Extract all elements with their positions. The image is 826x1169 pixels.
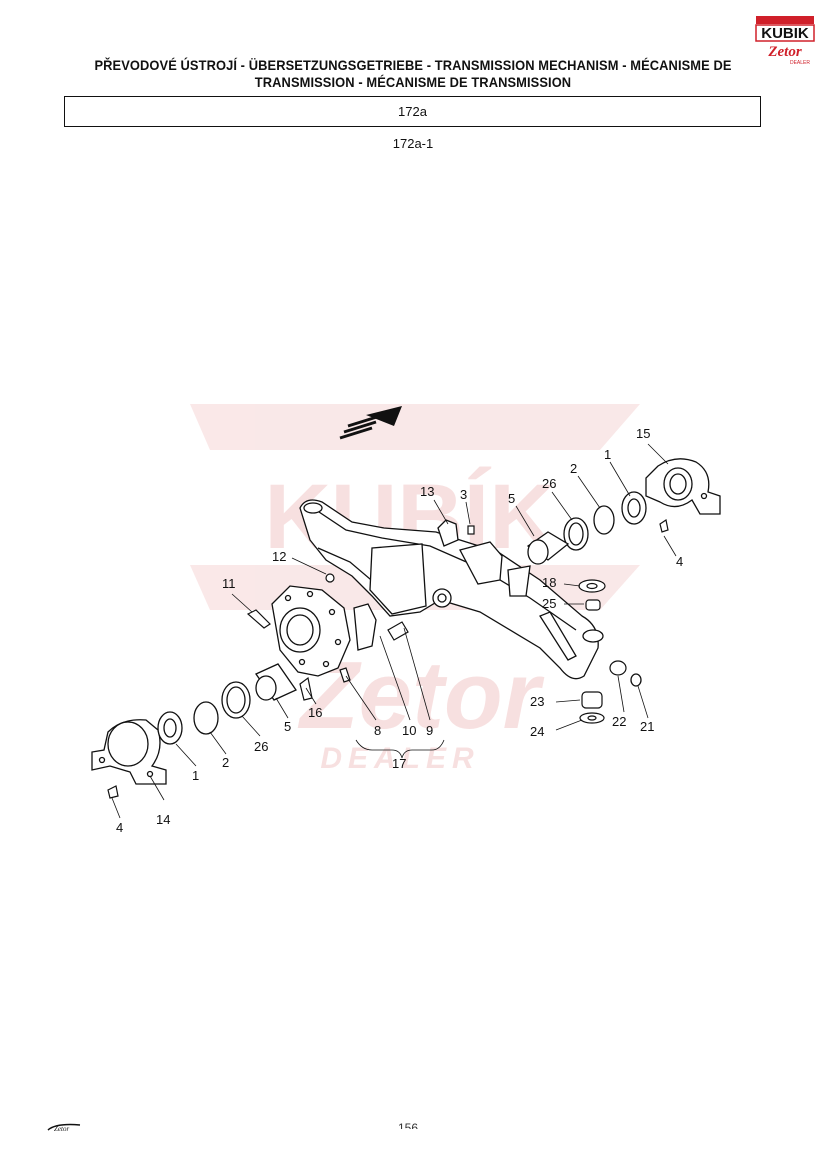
callout-25: 25 bbox=[542, 596, 556, 611]
bearing-block-right bbox=[645, 458, 721, 515]
callout-10: 10 bbox=[402, 723, 416, 738]
section-code-box: 172a bbox=[64, 96, 761, 127]
callout-3: 3 bbox=[460, 487, 467, 502]
callout-17: 17 bbox=[392, 756, 406, 771]
callout-4-right: 4 bbox=[676, 554, 683, 569]
logo-brand-bottom: Zetor bbox=[767, 44, 801, 60]
kubik-zetor-logo: KUBIK Zetor DEALER bbox=[755, 16, 815, 66]
callout-4-left: 4 bbox=[116, 820, 123, 835]
callout-15: 15 bbox=[636, 426, 650, 441]
callout-5-bottom: 5 bbox=[284, 719, 291, 734]
figure-code: 172a-1 bbox=[392, 136, 434, 151]
callout-23: 23 bbox=[530, 694, 544, 709]
callout-8: 8 bbox=[374, 723, 381, 738]
callout-26-top: 26 bbox=[542, 476, 556, 491]
callout-14: 14 bbox=[156, 812, 170, 827]
section-code: 172a bbox=[398, 104, 427, 119]
svg-text:Zetor: Zetor bbox=[54, 1125, 69, 1132]
callout-9: 9 bbox=[426, 723, 433, 738]
callout-11: 11 bbox=[222, 576, 236, 591]
axle-housing bbox=[299, 499, 604, 680]
bushings bbox=[255, 531, 570, 701]
page-title: PŘEVODOVÉ ÚSTROJÍ - ÜBERSETZUNGSGETRIEBE… bbox=[94, 57, 732, 90]
footer-zetor-logo: Zetor bbox=[47, 1123, 81, 1132]
front-cover-flange bbox=[271, 585, 377, 677]
callout-26-bottom: 26 bbox=[254, 739, 268, 754]
callout-5-top: 5 bbox=[508, 491, 515, 506]
page-number: 156 bbox=[398, 1121, 419, 1129]
logo-tag: DEALER bbox=[790, 60, 810, 66]
small-parts-right bbox=[578, 579, 627, 724]
watermark-tag: DEALER bbox=[320, 742, 479, 775]
seal-rings bbox=[193, 505, 642, 735]
direction-arrow bbox=[339, 406, 402, 440]
callout-1-top: 1 bbox=[604, 447, 611, 462]
needle-bearings bbox=[157, 491, 647, 745]
callout-2-top: 2 bbox=[570, 461, 577, 476]
leader-lines bbox=[111, 443, 677, 819]
callout-21: 21 bbox=[640, 719, 654, 734]
callout-22: 22 bbox=[612, 714, 626, 729]
callout-18: 18 bbox=[542, 575, 556, 590]
logo-brand-top: KUBIK bbox=[761, 25, 809, 42]
callout-12: 12 bbox=[272, 549, 286, 564]
callout-13: 13 bbox=[420, 484, 434, 499]
bearing-block-left bbox=[91, 719, 167, 785]
callout-1-bottom: 1 bbox=[192, 768, 199, 783]
callout-labels: 1 2 3 4 5 13 15 26 12 11 18 25 23 24 22 … bbox=[116, 426, 683, 835]
bolts bbox=[107, 519, 669, 799]
callout-16: 16 bbox=[308, 705, 322, 720]
callout-24: 24 bbox=[530, 724, 544, 739]
callout-2-bottom: 2 bbox=[222, 755, 229, 770]
